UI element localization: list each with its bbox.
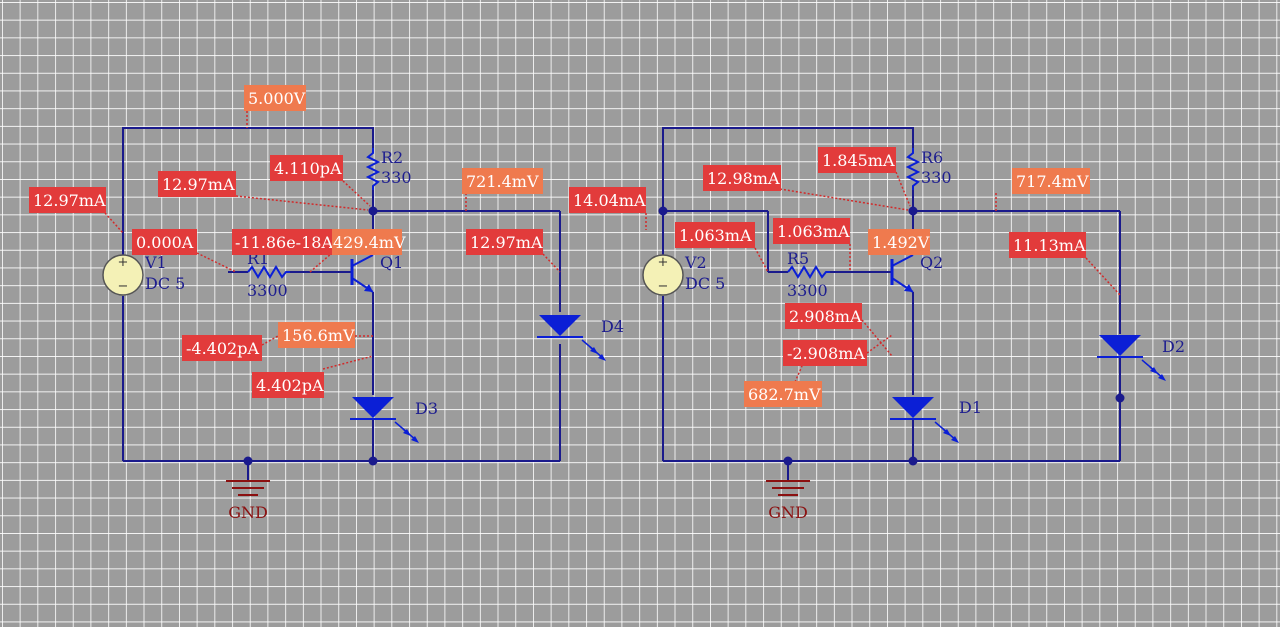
probe-leaders bbox=[104, 111, 1121, 383]
svg-text:1.845mA: 1.845mA bbox=[822, 151, 895, 170]
svg-text:-2.908mA: -2.908mA bbox=[787, 344, 865, 363]
led-d4[interactable] bbox=[537, 315, 606, 361]
probe-base-voltage-right: 1.492V bbox=[868, 229, 930, 255]
probe-emitter-current: 4.402pA bbox=[252, 372, 324, 398]
probe-emitter-voltage-right: 682.7mV bbox=[744, 381, 822, 407]
transistor-q1[interactable] bbox=[350, 254, 374, 293]
probe-branch-current: 1.063mA bbox=[675, 222, 755, 248]
probe-supply-voltage: 5.000V bbox=[244, 85, 306, 111]
probe-emitter-current-right: 2.908mA bbox=[785, 303, 862, 329]
probe-source-current: 12.97mA bbox=[29, 187, 106, 213]
probe-top-node-current: 12.97mA bbox=[158, 171, 236, 197]
svg-text:12.97mA: 12.97mA bbox=[33, 191, 106, 210]
r6-value-label: 330 bbox=[921, 168, 952, 187]
svg-text:−: − bbox=[118, 279, 129, 294]
svg-text:1.063mA: 1.063mA bbox=[679, 226, 752, 245]
svg-text:156.6mV: 156.6mV bbox=[282, 326, 355, 345]
svg-text:717.4mV: 717.4mV bbox=[1016, 172, 1089, 191]
svg-text:2.908mA: 2.908mA bbox=[789, 307, 862, 326]
resistor-r1[interactable] bbox=[247, 265, 290, 279]
v1-value-label: DC 5 bbox=[145, 274, 185, 293]
svg-text:12.97mA: 12.97mA bbox=[470, 233, 543, 252]
svg-text:-11.86e-18A: -11.86e-18A bbox=[235, 233, 333, 252]
probe-node-voltage-right: 717.4mV bbox=[1012, 168, 1090, 194]
resistor-r5[interactable] bbox=[787, 265, 830, 279]
probe-base-voltage: 429.4mV bbox=[332, 229, 406, 255]
junction-dot bbox=[783, 456, 793, 466]
probe-emitter-current-neg: -4.402pA bbox=[182, 335, 262, 361]
svg-text:5.000V: 5.000V bbox=[248, 89, 306, 108]
probe-node-voltage: 721.4mV bbox=[462, 168, 543, 194]
svg-text:+: + bbox=[658, 255, 669, 270]
junction-dot bbox=[368, 206, 378, 216]
v1-name-label: V1 bbox=[144, 253, 167, 272]
probe-base-current: 0.000A bbox=[132, 229, 197, 255]
probe-r1-current: -11.86e-18A bbox=[232, 229, 333, 255]
r2-name-label: R2 bbox=[381, 148, 403, 167]
led-d1[interactable] bbox=[890, 397, 959, 443]
ground-symbol-left bbox=[226, 480, 270, 496]
svg-text:−: − bbox=[658, 279, 669, 294]
r5-name-label: R5 bbox=[787, 249, 809, 268]
probe-r5-current: 1.063mA bbox=[773, 218, 850, 244]
svg-text:11.13mA: 11.13mA bbox=[1013, 236, 1086, 255]
junction-dot bbox=[658, 206, 668, 216]
d3-name-label: D3 bbox=[415, 399, 438, 418]
junction-dot bbox=[368, 456, 378, 466]
r6-name-label: R6 bbox=[921, 148, 943, 167]
led-d3[interactable] bbox=[350, 397, 419, 443]
svg-text:14.04mA: 14.04mA bbox=[573, 191, 646, 210]
ground-symbol-right bbox=[766, 480, 810, 496]
wires-left bbox=[122, 127, 561, 480]
probe-d2-current: 11.13mA bbox=[1009, 232, 1086, 258]
voltage-source-v2[interactable]: + − bbox=[642, 254, 684, 296]
svg-text:1.063mA: 1.063mA bbox=[777, 222, 850, 241]
svg-text:4.402pA: 4.402pA bbox=[256, 376, 324, 395]
svg-text:0.000A: 0.000A bbox=[136, 233, 194, 252]
r5-value-label: 3300 bbox=[787, 281, 828, 300]
gnd-label-left: GND bbox=[228, 503, 268, 522]
resistor-r6[interactable] bbox=[905, 148, 921, 190]
svg-text:-4.402pA: -4.402pA bbox=[186, 339, 259, 358]
gnd-label-right: GND bbox=[768, 503, 808, 522]
probe-d4-current: 12.97mA bbox=[466, 229, 543, 255]
v2-name-label: V2 bbox=[684, 253, 707, 272]
svg-text:721.4mV: 721.4mV bbox=[466, 172, 539, 191]
voltage-source-v1[interactable]: + − bbox=[102, 254, 144, 296]
circuit-right: + − V2 DC 5 R5 3300 R6 330 Q2 D1 bbox=[642, 127, 1185, 522]
probe-r6-current: 1.845mA bbox=[818, 147, 896, 173]
junction-dot bbox=[1115, 393, 1125, 403]
resistor-r2[interactable] bbox=[365, 148, 381, 190]
wires-right bbox=[662, 127, 1121, 480]
circuit-left: + − V1 DC 5 R1 3300 R2 330 Q1 D3 bbox=[102, 127, 624, 522]
junction-dot bbox=[243, 456, 253, 466]
q2-name-label: Q2 bbox=[920, 253, 943, 272]
d4-name-label: D4 bbox=[601, 317, 624, 336]
svg-text:429.4mV: 429.4mV bbox=[333, 233, 406, 252]
svg-text:682.7mV: 682.7mV bbox=[748, 385, 821, 404]
probe-emitter-current-neg-right: -2.908mA bbox=[783, 340, 867, 366]
probe-top-node-current-right: 12.98mA bbox=[703, 165, 781, 191]
q1-name-label: Q1 bbox=[380, 253, 403, 272]
probe-emitter-voltage: 156.6mV bbox=[278, 322, 355, 348]
d1-name-label: D1 bbox=[959, 398, 982, 417]
junction-dot bbox=[908, 456, 918, 466]
probe-source-current-right: 14.04mA bbox=[569, 187, 646, 213]
r2-value-label: 330 bbox=[381, 168, 412, 187]
svg-text:12.97mA: 12.97mA bbox=[162, 175, 235, 194]
svg-text:1.492V: 1.492V bbox=[872, 233, 930, 252]
v2-value-label: DC 5 bbox=[685, 274, 725, 293]
svg-text:4.110pA: 4.110pA bbox=[274, 159, 342, 178]
r1-value-label: 3300 bbox=[247, 281, 288, 300]
led-d2[interactable] bbox=[1097, 335, 1166, 381]
junction-dot bbox=[908, 206, 918, 216]
probe-r2-current: 4.110pA bbox=[270, 155, 343, 181]
svg-text:12.98mA: 12.98mA bbox=[707, 169, 780, 188]
d2-name-label: D2 bbox=[1162, 337, 1185, 356]
transistor-q2[interactable] bbox=[890, 254, 914, 293]
svg-text:+: + bbox=[118, 255, 129, 270]
